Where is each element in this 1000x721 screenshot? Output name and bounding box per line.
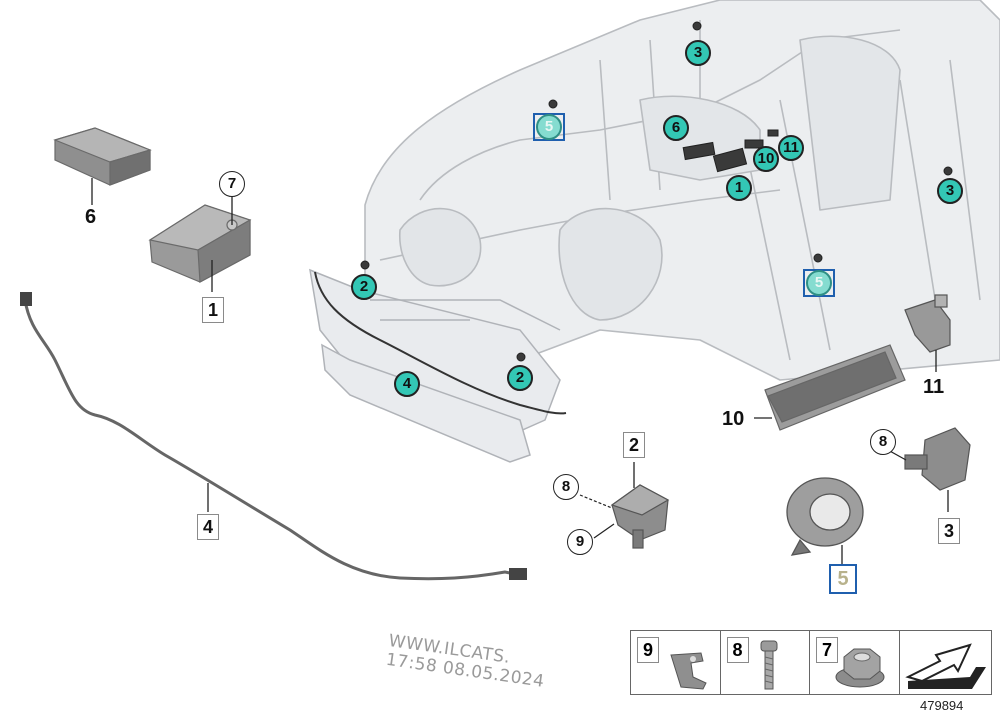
arrow-forward-icon — [904, 643, 986, 689]
part-label-4[interactable]: 4 — [197, 514, 219, 540]
part-label-5[interactable]: 5 — [829, 564, 857, 594]
legend-cell-7[interactable]: 7 — [810, 631, 900, 694]
part-label-3[interactable]: 3 — [938, 518, 960, 544]
hotspot-1[interactable]: 1 — [726, 175, 752, 201]
hotspot-3-top[interactable]: 3 — [685, 40, 711, 66]
hotspot-10[interactable]: 10 — [753, 146, 779, 172]
legend-number-7: 7 — [816, 637, 838, 663]
bracket-11 — [904, 294, 951, 353]
part-label-6[interactable]: 6 — [85, 206, 97, 228]
hex-nut-icon — [835, 648, 885, 688]
hotspot-5-b[interactable]: 5 — [806, 270, 832, 296]
part-label-11[interactable]: 11 — [923, 376, 945, 398]
part-label-10[interactable]: 10 — [722, 408, 745, 430]
legend-number-9: 9 — [637, 637, 659, 663]
sensor-2 — [610, 484, 670, 549]
diagram-number: 479894 — [920, 698, 964, 713]
hotspot-3-right[interactable]: 3 — [937, 178, 963, 204]
part-label-9[interactable]: 9 — [567, 529, 593, 555]
hotspot-6[interactable]: 6 — [663, 115, 689, 141]
hardware-legend: 9 8 7 — [630, 630, 992, 695]
legend-cell-8[interactable]: 8 — [721, 631, 810, 694]
bolt-icon — [760, 640, 777, 690]
hotspot-5-frame-b[interactable]: 5 — [803, 269, 835, 297]
hotspot-4[interactable]: 4 — [394, 371, 420, 397]
hotspot-2-left[interactable]: 2 — [351, 274, 377, 300]
hotspot-2-right[interactable]: 2 — [507, 365, 533, 391]
ring-sensor-5 — [786, 477, 864, 556]
legend-number-8: 8 — [726, 637, 749, 663]
control-module-6 — [53, 127, 152, 186]
safety-module-1 — [148, 204, 252, 283]
bracket-clip-icon — [670, 652, 707, 690]
hotspot-5-frame-a[interactable]: 5 — [533, 113, 565, 141]
car-body-shell — [364, 0, 1000, 401]
part-label-1[interactable]: 1 — [202, 297, 224, 323]
long-cable-4 — [23, 299, 521, 581]
part-label-8a[interactable]: 8 — [553, 474, 579, 500]
part-label-2[interactable]: 2 — [623, 432, 645, 458]
part-label-7[interactable]: 7 — [219, 171, 245, 197]
interior-components — [360, 21, 953, 362]
legend-cell-arrow[interactable] — [900, 631, 991, 694]
legend-cell-9[interactable]: 9 — [631, 631, 721, 694]
hotspot-11[interactable]: 11 — [778, 135, 804, 161]
sensor-3 — [904, 427, 971, 491]
side-element-10 — [764, 344, 906, 431]
part-label-8b[interactable]: 8 — [870, 429, 896, 455]
front-sensor-wire — [314, 271, 567, 415]
hotspot-5-a[interactable]: 5 — [536, 114, 562, 140]
